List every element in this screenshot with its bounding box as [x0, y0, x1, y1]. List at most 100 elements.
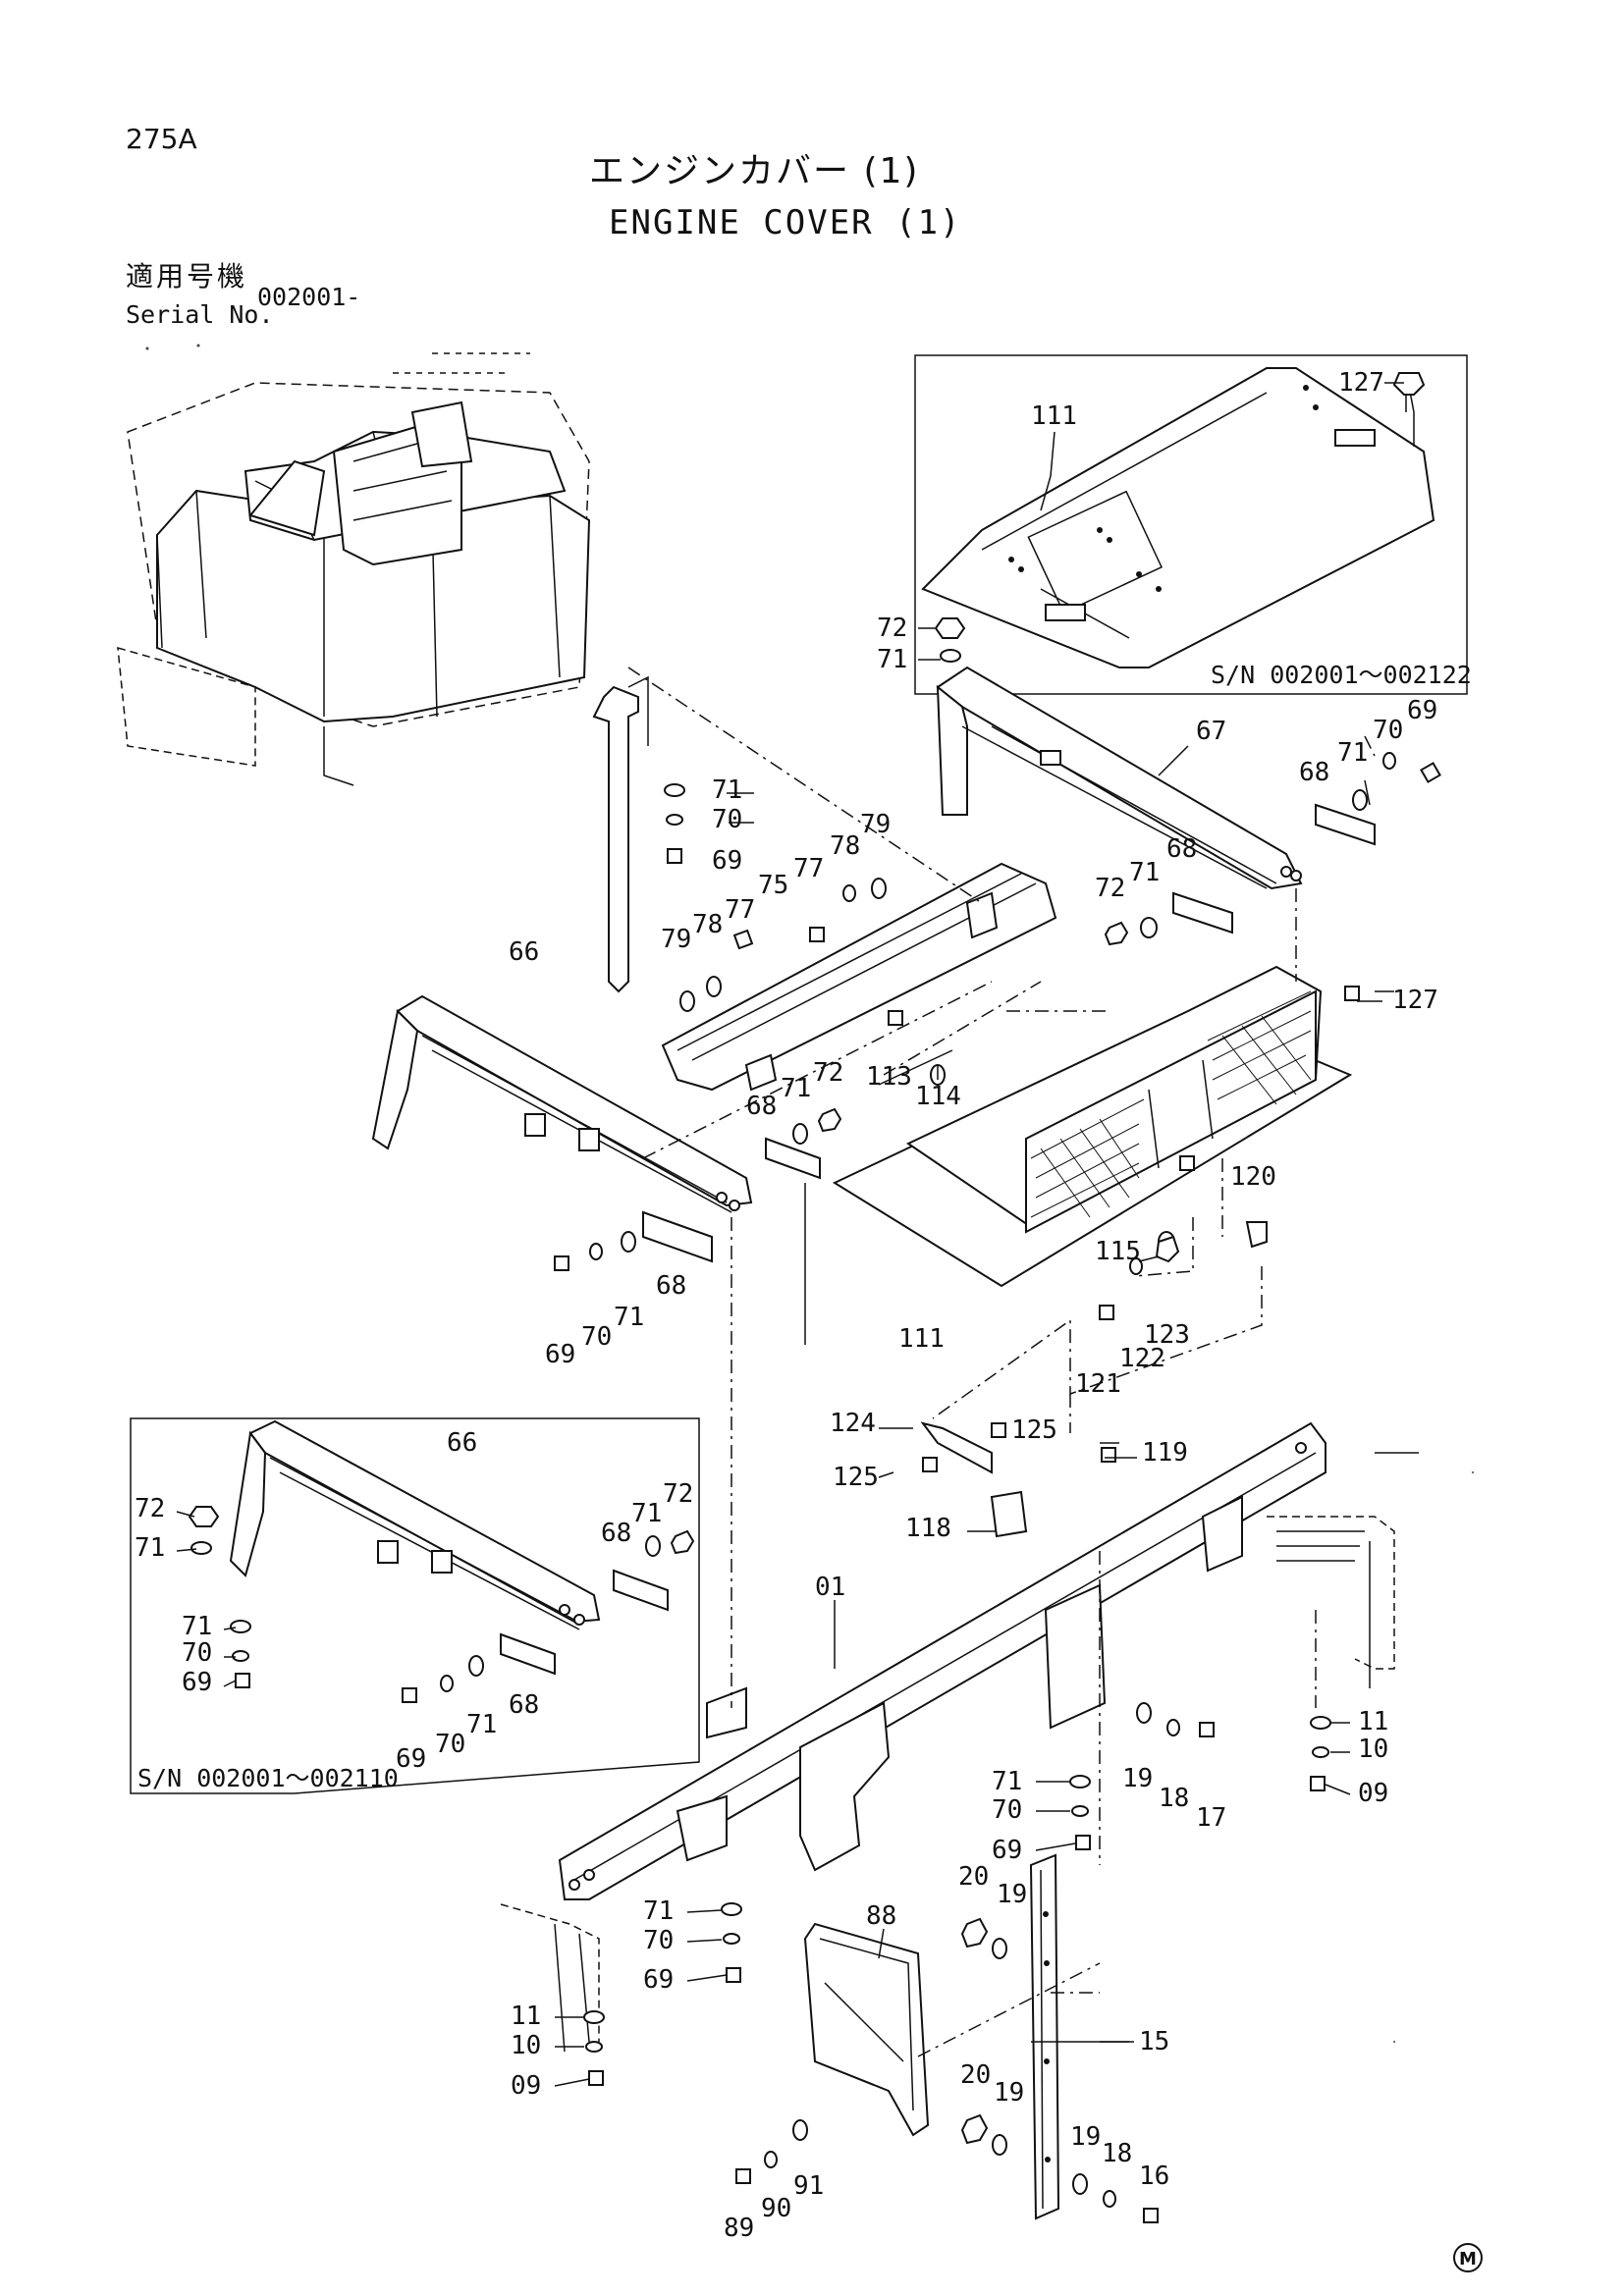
callout-78-b: 78 — [692, 910, 723, 939]
callout-10-left: 10 — [511, 2031, 541, 2060]
callout-18-b: 18 — [1102, 2139, 1132, 2168]
serial-label-japanese: 適用号機 — [126, 260, 248, 293]
callout-72-c: 72 — [813, 1058, 843, 1088]
footer-mark-letter: M — [1459, 2249, 1477, 2269]
callout-69-e: 69 — [643, 1965, 674, 1995]
callout-20-a: 20 — [958, 1862, 989, 1892]
callout-127-top: 127 — [1338, 368, 1384, 398]
callout-124: 124 — [830, 1409, 876, 1438]
callout-66-main: 66 — [509, 937, 539, 967]
callout-20-b: 20 — [960, 2060, 991, 2090]
callout-72-a: 72 — [877, 614, 907, 643]
callout-127-mid: 127 — [1392, 986, 1438, 1015]
callout-123: 123 — [1144, 1320, 1190, 1350]
callout-69-c: 69 — [545, 1340, 575, 1369]
callout-122: 122 — [1119, 1344, 1165, 1373]
callout-111-top: 111 — [1031, 401, 1077, 431]
scan-specks — [145, 344, 1474, 2043]
callout-09-left: 09 — [511, 2071, 541, 2101]
callout-88: 88 — [866, 1901, 896, 1931]
callout-69-inset-b: 69 — [396, 1744, 426, 1774]
cover-box-111 — [832, 965, 1353, 1288]
callout-72-b: 72 — [1095, 874, 1125, 903]
rear-post-assembly — [1267, 1516, 1395, 1688]
callout-67: 67 — [1196, 717, 1226, 746]
callout-71-inset-c: 71 — [182, 1612, 212, 1641]
callout-91: 91 — [793, 2171, 824, 2201]
callout-121: 121 — [1075, 1369, 1121, 1399]
main-frame-01 — [558, 1421, 1326, 1900]
bracket-68-left — [642, 1137, 821, 1263]
callout-75: 75 — [758, 871, 788, 900]
callout-71-inset-a: 71 — [135, 1533, 165, 1563]
callout-90: 90 — [761, 2194, 791, 2223]
callout-11-right: 11 — [1358, 1707, 1388, 1736]
serial-label-english: Serial No. — [126, 300, 274, 329]
callout-113: 113 — [866, 1062, 912, 1092]
callout-01: 01 — [815, 1573, 845, 1602]
callout-125-b: 125 — [833, 1463, 879, 1492]
callout-68-a: 68 — [1299, 758, 1329, 787]
callout-70-b: 70 — [712, 805, 742, 834]
post-15 — [1029, 1853, 1060, 2220]
label-leaders — [176, 382, 1404, 2087]
callout-114: 114 — [915, 1082, 961, 1111]
leader-lines — [627, 667, 1419, 2057]
callout-77-a: 77 — [793, 854, 824, 883]
callout-70-e: 70 — [643, 1926, 674, 1955]
callout-19-d: 19 — [1070, 2122, 1101, 2152]
callout-79-a: 79 — [860, 810, 891, 839]
callout-19-a: 19 — [1122, 1764, 1153, 1793]
inset-range-left: S/N 002001～002110 — [137, 1764, 399, 1792]
callout-71-a: 71 — [877, 645, 907, 674]
callout-68-inset-a: 68 — [601, 1519, 631, 1548]
callout-labels: 127 111 72 71 67 69 70 71 68 71 70 69 79… — [135, 368, 1438, 2243]
page-number: 275A — [126, 123, 197, 155]
callout-125-a: 125 — [1011, 1415, 1057, 1445]
callout-71-h: 71 — [643, 1896, 674, 1926]
callout-71-g: 71 — [992, 1767, 1022, 1796]
callout-71-inset-d: 71 — [466, 1710, 497, 1739]
callout-70-a: 70 — [1373, 716, 1403, 745]
callout-11-left: 11 — [511, 2002, 541, 2031]
bracket-68-right — [1172, 803, 1376, 934]
callout-70-d: 70 — [992, 1795, 1022, 1825]
callout-120: 120 — [1230, 1162, 1276, 1192]
callout-89: 89 — [724, 2214, 754, 2243]
callout-115: 115 — [1095, 1237, 1141, 1266]
callout-17: 17 — [1196, 1803, 1226, 1833]
callout-19-c: 19 — [994, 2078, 1024, 2108]
callout-69-d: 69 — [992, 1836, 1022, 1865]
callout-69-b: 69 — [712, 846, 742, 876]
callout-68-b: 68 — [1166, 834, 1197, 864]
callout-70-c: 70 — [581, 1322, 612, 1352]
title-japanese: エンジンカバー (1) — [589, 151, 920, 191]
callout-09-right: 09 — [1358, 1779, 1388, 1808]
callout-69-a: 69 — [1407, 696, 1437, 725]
callout-66-inset: 66 — [447, 1428, 477, 1458]
callout-70-inset-b: 70 — [435, 1730, 465, 1759]
title-english: ENGINE COVER (1) — [609, 203, 962, 242]
callout-70-inset: 70 — [182, 1638, 212, 1668]
callout-71-b: 71 — [1337, 738, 1368, 768]
crossmember-75 — [661, 862, 1057, 1092]
callout-16: 16 — [1139, 2162, 1169, 2191]
callout-118: 118 — [905, 1514, 951, 1543]
callout-68-c: 68 — [746, 1092, 777, 1121]
vertical-bracket — [592, 675, 649, 993]
callout-78-a: 78 — [830, 831, 860, 861]
callout-79-b: 79 — [661, 925, 691, 954]
machine-overview-sketch — [117, 352, 591, 786]
callout-71-c: 71 — [712, 775, 742, 805]
callout-71-d: 71 — [1129, 858, 1160, 887]
callout-69-inset-a: 69 — [182, 1668, 212, 1697]
footer-mark: M — [1453, 2243, 1483, 2272]
callout-71-f: 71 — [614, 1303, 644, 1332]
callout-111-box: 111 — [898, 1324, 945, 1354]
inset-frame-box — [130, 1417, 700, 1794]
callout-19-b: 19 — [997, 1880, 1027, 1909]
inset-range-top-right: S/N 002001～002122 — [1211, 661, 1472, 689]
callout-77-b: 77 — [725, 895, 755, 925]
callout-68-d: 68 — [656, 1271, 686, 1301]
